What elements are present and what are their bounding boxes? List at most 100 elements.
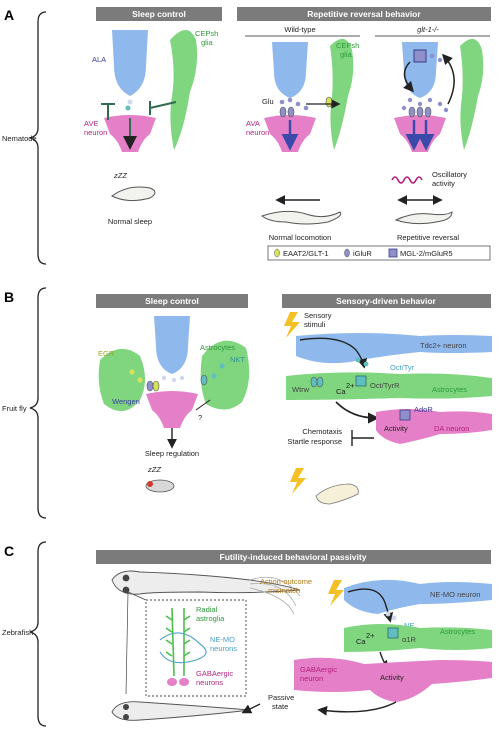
repetitive-reversal-label: Repetitive reversal [397, 233, 459, 242]
wengen-label: Wengen [112, 397, 140, 406]
octtyr-label: Oct/Tyr [390, 363, 415, 372]
ca-label-b: Ca [336, 387, 346, 396]
nemo-label-1: NE-MO [210, 635, 235, 644]
normal-sleep-label: Normal sleep [108, 217, 152, 226]
sensory-label-2: stimuli [304, 320, 326, 329]
panel-b-sleep-header-text: Sleep control [145, 296, 199, 306]
panel-b-bracket [29, 287, 47, 519]
a1r-label: α1R [402, 635, 417, 644]
glu-label: Glu [262, 97, 274, 106]
fly-glia-right [200, 340, 250, 410]
panel-a-wildtype: Wild-type [284, 25, 315, 34]
ave-label-2: neuron [84, 128, 107, 137]
panel-a-sleep-header [96, 7, 222, 21]
panel-b-sensory-header [282, 294, 491, 308]
mut-postsynaptic [394, 115, 446, 152]
panel-c-header-text: Futility-induced behavioral passivity [220, 552, 367, 562]
ava-label-2: neuron [246, 128, 269, 137]
ava-label-1: AVA [246, 119, 260, 128]
ala-label: ALA [92, 55, 106, 64]
lightning-b2 [290, 468, 306, 494]
panel-c-organism: Zebrafish [2, 628, 33, 637]
fly-astrocyte-band [286, 372, 492, 400]
panel-b-sensory-header-text: Sensory-driven behavior [336, 296, 436, 306]
ca-sup-b: 2+ [346, 381, 355, 390]
mgl-receptor [413, 49, 427, 63]
activity-label-b: Activity [384, 424, 408, 433]
ca-sup-c: 2+ [366, 631, 375, 640]
gaba-neuron-label-1: GABAergic [300, 665, 337, 674]
legend-eaat: EAAT2/GLT-1 [283, 249, 329, 258]
lightning-c [328, 580, 344, 606]
astrocytes-label-c: Astrocytes [440, 627, 475, 636]
cepsh-label-2: glia [201, 38, 214, 47]
question-label: ? [198, 413, 202, 422]
ador-label: AdoR [414, 405, 433, 414]
action-label-1: Action-outcome [260, 577, 312, 586]
panel-c-letter: C [4, 543, 14, 559]
chemotaxis-label: Chemotaxis [302, 427, 342, 436]
wtrw-label: Wtrw [292, 385, 310, 394]
wt-glia [330, 38, 354, 151]
radial-label-1: Radial [196, 605, 218, 614]
cepsh-wt-label-1: CEPsh [336, 41, 359, 50]
nemo-neuron [344, 579, 492, 614]
panel-a-sleep-header-text: Sleep control [132, 9, 186, 19]
zzz-a: zZZ [113, 171, 127, 180]
sleep-regulation-label: Sleep regulation [145, 449, 199, 458]
fly-postsynaptic [146, 391, 198, 428]
ave-label-1: AVE [84, 119, 98, 128]
egr-label: EGR [98, 349, 115, 358]
passive-label-2: state [272, 702, 288, 711]
sensory-label-1: Sensory [304, 311, 332, 320]
oscillatory-label-2: activity [432, 179, 455, 188]
larva [315, 483, 359, 505]
ala-presynaptic [112, 30, 148, 96]
astrocytes-label-b2: Astrocytes [432, 385, 467, 394]
gaba-neuron-label-2: neuron [300, 674, 323, 683]
panel-a-reversal-header-text: Repetitive reversal behavior [307, 9, 421, 19]
panel-a-reversal-header [237, 7, 491, 21]
activity-label-c: Activity [380, 673, 404, 682]
oscillation-wave [391, 176, 423, 184]
gaba-label-2: neurons [196, 678, 223, 687]
da-neuron-label: DA neuron [434, 424, 469, 433]
panel-b-sleep-header [96, 294, 248, 308]
cepsh-wt-label-2: glia [340, 50, 353, 59]
wt-presynaptic [272, 42, 308, 98]
panel-a-mutant: glt-1-/- [417, 25, 439, 34]
nkt-label: NKT [230, 355, 245, 364]
panel-a-bracket [29, 11, 47, 265]
ca-label-c: Ca [356, 637, 366, 646]
mut-glia [460, 38, 484, 151]
legend-mgl: MGL-2/mGluR5 [400, 249, 453, 258]
nemo-fibers [159, 632, 207, 664]
oscillatory-label-1: Oscillatory [432, 170, 467, 179]
inset-box [145, 599, 247, 697]
nemo-label-2: neurons [210, 644, 237, 653]
zzz-b: zZZ [147, 465, 161, 474]
legend-iglur: iGluR [353, 249, 372, 258]
panel-a-letter: A [4, 7, 14, 23]
gaba-label-1: GABAergic [196, 669, 233, 678]
startle-label: Startle response [287, 437, 342, 446]
panel-a-organism: Nematode [2, 134, 37, 143]
tdc2-label: Tdc2+ neuron [420, 341, 467, 350]
reversal-worm [394, 211, 453, 225]
ne-label: NE [404, 621, 414, 630]
panel-c-bracket [29, 541, 47, 727]
fish-bottom [111, 701, 251, 721]
cepsh-glia-a1 [170, 30, 198, 150]
normal-worm [260, 210, 342, 225]
legend-box [267, 245, 491, 261]
panel-c-header [96, 550, 491, 564]
fly-eye [147, 481, 153, 487]
sleeping-worm [111, 186, 156, 202]
fly-presynaptic [154, 316, 190, 374]
zebrafish-astrocyte [344, 624, 492, 652]
normal-locomotion-label: Normal locomotion [269, 233, 332, 242]
astrocytes-label-b1: Astrocytes [200, 343, 235, 352]
fish-tail-trail [249, 576, 301, 615]
panel-b-letter: B [4, 289, 14, 305]
